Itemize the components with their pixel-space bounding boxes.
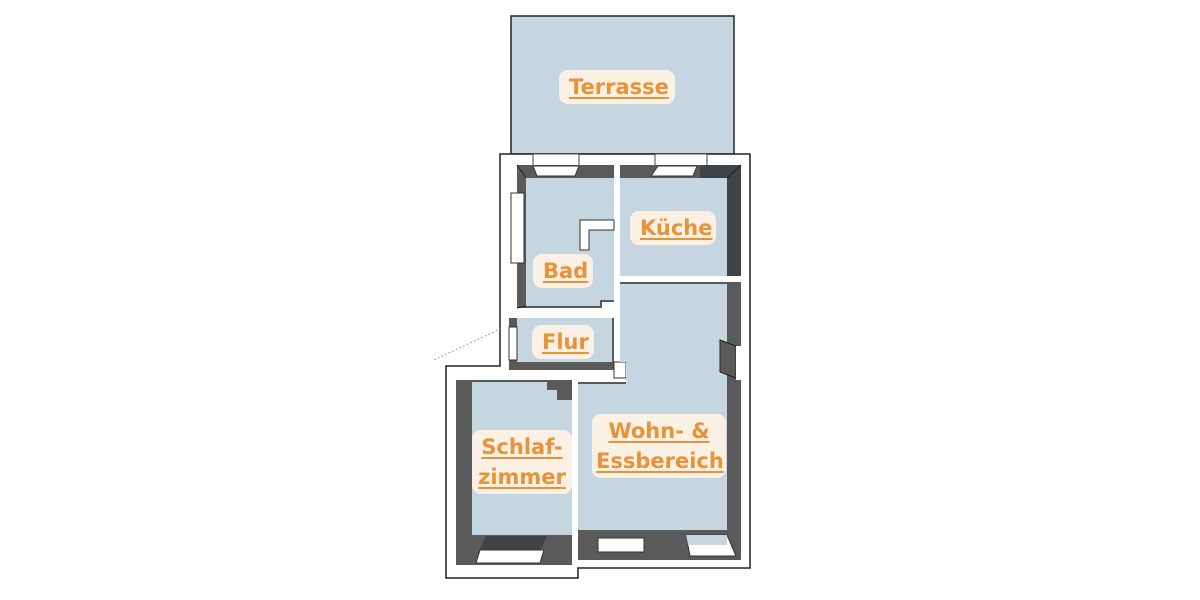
label-terrasse[interactable]: Terrasse bbox=[559, 70, 675, 104]
label-schlafzimmer-line1: Schlaf- bbox=[481, 435, 563, 459]
label-schlafzimmer[interactable]: Schlaf- zimmer bbox=[472, 430, 572, 494]
label-wohn-essbereich[interactable]: Wohn- & Essbereich bbox=[592, 414, 726, 478]
label-wohn-line2: Essbereich bbox=[596, 449, 724, 473]
dashed-guide-line bbox=[433, 328, 501, 361]
label-bad[interactable]: Bad bbox=[533, 254, 593, 288]
label-schlafzimmer-line2: zimmer bbox=[478, 465, 566, 489]
label-flur[interactable]: Flur bbox=[532, 325, 594, 359]
label-wohn-line1: Wohn- & bbox=[608, 419, 710, 443]
label-kueche[interactable]: Küche bbox=[630, 211, 716, 245]
room-schlafzimmer[interactable] bbox=[456, 380, 572, 565]
